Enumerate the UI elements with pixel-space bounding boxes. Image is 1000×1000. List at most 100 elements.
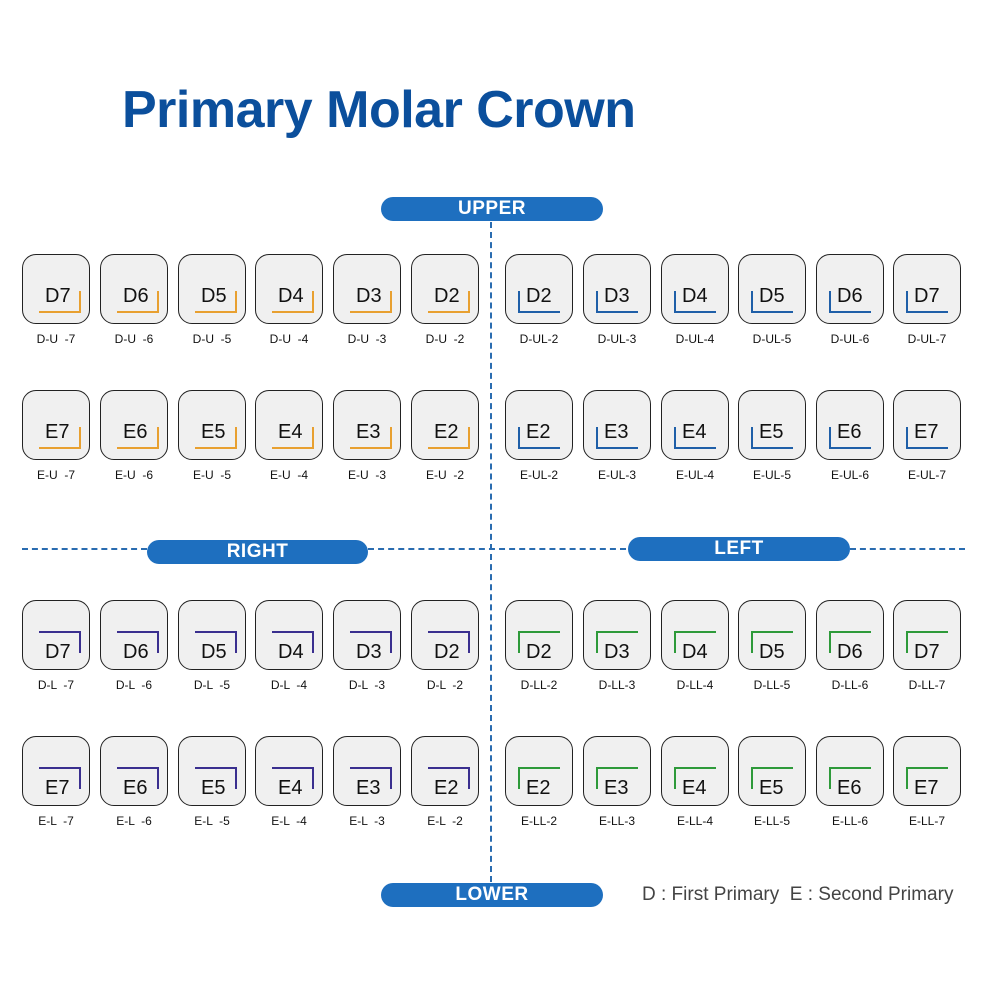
- product-code: E-L -7: [38, 814, 74, 828]
- crown-size-label: E5: [201, 777, 226, 799]
- crown-size-label: D3: [356, 285, 382, 307]
- crown-outline: E6: [816, 390, 884, 460]
- crown-size-label: D3: [604, 285, 630, 307]
- corner-bracket-icon: [829, 767, 871, 789]
- crown-outline: D7: [22, 254, 90, 324]
- product-code: D-LL-4: [676, 678, 714, 692]
- product-code: E-LL-7: [908, 814, 946, 828]
- crown-outline: E4: [661, 736, 729, 806]
- corner-bracket-icon: [272, 291, 314, 313]
- corner-bracket-icon: [829, 291, 871, 313]
- corner-bracket-icon: [117, 291, 159, 313]
- corner-bracket-icon: [829, 427, 871, 449]
- crown-outline: D4: [255, 600, 323, 670]
- crown-outline: D7: [893, 600, 961, 670]
- corner-bracket-icon: [195, 427, 237, 449]
- crown-outline: E3: [333, 390, 401, 460]
- midline-horizontal-divider-center-segment: [368, 548, 626, 550]
- crown-size-label: E6: [837, 421, 862, 443]
- crown-outline: D2: [411, 254, 479, 324]
- corner-bracket-icon: [518, 427, 560, 449]
- crown-size-label: E3: [356, 777, 381, 799]
- crown-outline: E4: [255, 736, 323, 806]
- product-code: E-LL-4: [676, 814, 714, 828]
- corner-bracket-icon: [195, 631, 237, 653]
- crown-size-label: E4: [278, 421, 303, 443]
- crown-outline: E2: [505, 736, 573, 806]
- corner-bracket-icon: [751, 631, 793, 653]
- crown-outline: D6: [816, 600, 884, 670]
- lower-label: LOWER: [381, 883, 603, 907]
- corner-bracket-icon: [751, 427, 793, 449]
- crown-outline: E3: [583, 390, 651, 460]
- corner-bracket-icon: [596, 291, 638, 313]
- corner-bracket-icon: [829, 631, 871, 653]
- product-code: E-U -6: [114, 468, 153, 482]
- crown-size-label: E5: [759, 421, 784, 443]
- corner-bracket-icon: [350, 631, 392, 653]
- corner-bracket-icon: [596, 427, 638, 449]
- product-code: D-UL-3: [597, 332, 637, 346]
- product-code: D-U -4: [269, 332, 309, 346]
- corner-bracket-icon: [272, 631, 314, 653]
- corner-bracket-icon: [596, 631, 638, 653]
- crown-outline: E3: [333, 736, 401, 806]
- corner-bracket-icon: [428, 767, 470, 789]
- corner-bracket-icon: [39, 291, 81, 313]
- crown-outline: E5: [738, 390, 806, 460]
- corner-bracket-icon: [906, 631, 948, 653]
- crown-outline: D4: [661, 600, 729, 670]
- product-code: E-UL-3: [597, 468, 636, 482]
- product-code: E-UL-7: [907, 468, 946, 482]
- product-code: E-U -7: [36, 468, 75, 482]
- product-code: D-LL-6: [831, 678, 869, 692]
- crown-size-label: E5: [201, 421, 226, 443]
- upper-label: UPPER: [381, 197, 603, 221]
- crown-size-label: E5: [759, 777, 784, 799]
- product-code: D-U -6: [114, 332, 154, 346]
- crown-size-label: D6: [123, 641, 149, 663]
- crown-outline: D5: [178, 254, 246, 324]
- crown-size-label: D2: [526, 285, 552, 307]
- midline-vertical-divider: [490, 222, 492, 882]
- crown-size-label: E2: [434, 777, 459, 799]
- product-code: D-UL-2: [519, 332, 559, 346]
- product-code: E-LL-2: [520, 814, 558, 828]
- crown-outline: E4: [661, 390, 729, 460]
- product-code: D-LL-2: [520, 678, 558, 692]
- crown-outline: D7: [893, 254, 961, 324]
- product-code: E-LL-6: [831, 814, 869, 828]
- legend: D : First Primary E : Second Primary: [642, 884, 954, 905]
- crown-outline: D3: [333, 600, 401, 670]
- crown-size-label: D4: [682, 285, 708, 307]
- corner-bracket-icon: [39, 767, 81, 789]
- corner-bracket-icon: [906, 767, 948, 789]
- product-code: E-UL-4: [675, 468, 714, 482]
- crown-outline: E6: [100, 390, 168, 460]
- corner-bracket-icon: [674, 631, 716, 653]
- crown-outline: D5: [738, 600, 806, 670]
- product-code: E-L -3: [349, 814, 385, 828]
- crown-outline: E6: [100, 736, 168, 806]
- crown-size-label: E4: [682, 421, 707, 443]
- corner-bracket-icon: [272, 767, 314, 789]
- crown-outline: D3: [333, 254, 401, 324]
